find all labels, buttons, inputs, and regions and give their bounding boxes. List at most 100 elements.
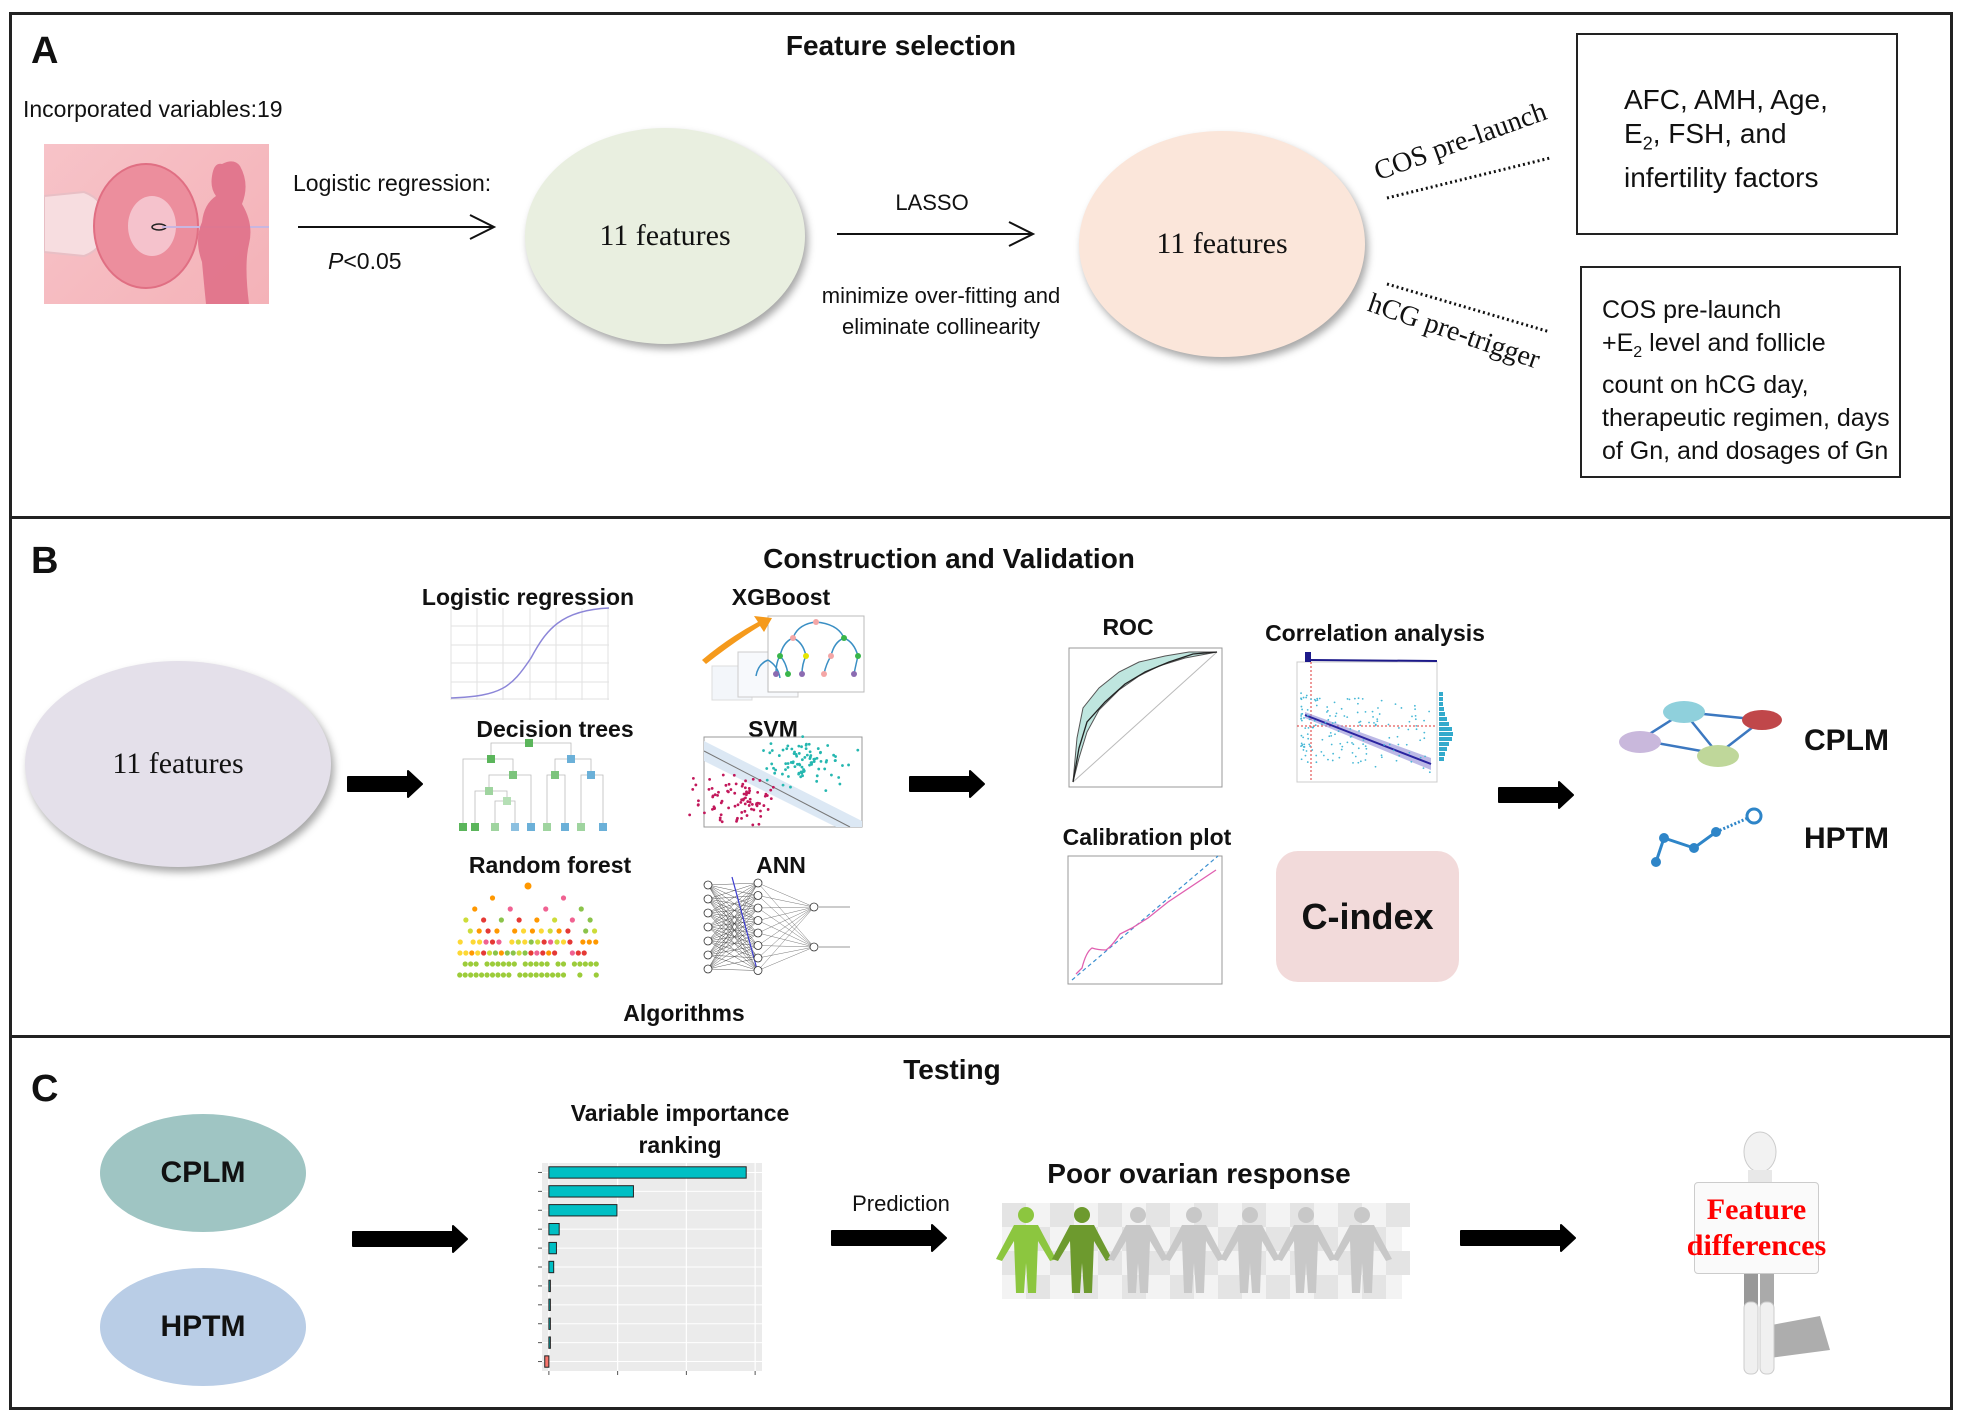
- svm-point-class-b: [744, 792, 748, 796]
- panel-label-c: C: [31, 1068, 59, 1110]
- ann-edge: [707, 912, 759, 921]
- corr-histogram-bar: [1439, 697, 1443, 701]
- box1-line3: infertility factors: [1624, 161, 1819, 193]
- ann-edge: [707, 912, 759, 934]
- rf-node: [504, 950, 510, 956]
- corr-point: [1302, 736, 1305, 739]
- corr-point: [1325, 711, 1328, 713]
- svm-point-class-b: [703, 811, 706, 815]
- svm-point-class-a: [770, 762, 774, 766]
- ann-neuron: [703, 908, 713, 918]
- corr-point: [1395, 759, 1398, 762]
- rf-node: [560, 972, 567, 978]
- svm-point-class-b: [727, 782, 731, 786]
- rf-node: [476, 928, 482, 934]
- corr-point: [1329, 714, 1331, 717]
- rf-node: [486, 950, 493, 956]
- corr-point: [1301, 744, 1304, 746]
- svm-point-class-b: [750, 803, 754, 806]
- ann-neuron: [703, 936, 713, 946]
- rf-node: [575, 950, 581, 956]
- rf-node: [500, 972, 507, 978]
- rf-node: [515, 939, 521, 945]
- thick-arrow-right-icon: [352, 1225, 468, 1253]
- lasso-label: LASSO: [895, 190, 969, 215]
- svm-point-class-b: [739, 800, 743, 804]
- ann-neuron: [753, 953, 763, 963]
- svm-point-class-a: [786, 765, 790, 769]
- rf-node: [496, 939, 502, 945]
- corr-point: [1340, 748, 1343, 751]
- corr-point: [1337, 730, 1340, 733]
- corr-point: [1341, 745, 1344, 748]
- rf-node: [506, 972, 512, 978]
- rf-node: [565, 928, 571, 934]
- svm-point-class-b: [729, 788, 733, 791]
- corr-point: [1392, 749, 1395, 752]
- corr-point: [1407, 728, 1410, 731]
- corr-point: [1378, 713, 1381, 715]
- ann-edge: [707, 912, 759, 946]
- svm-point-class-a: [815, 779, 819, 783]
- panel-label-b: B: [31, 540, 59, 582]
- corr-point: [1346, 716, 1349, 719]
- thick-arrow-right-icon: [1498, 781, 1574, 809]
- corr-point: [1352, 743, 1355, 746]
- rf-node: [560, 939, 567, 945]
- ann-edge: [707, 907, 759, 914]
- roc-label: ROC: [1102, 614, 1154, 640]
- ann-neuron: [753, 903, 763, 913]
- svm-point-class-b: [720, 799, 724, 803]
- corr-point: [1311, 749, 1314, 751]
- algorithm-ann-label: ANN: [756, 852, 806, 878]
- svm-point-class-b: [720, 820, 724, 824]
- svm-point-class-b: [759, 814, 763, 818]
- rf-node: [552, 950, 558, 956]
- svm-point-class-b: [740, 784, 744, 788]
- svm-point-class-a: [815, 756, 819, 760]
- rf-node: [580, 939, 586, 945]
- importance-bar: [544, 1355, 550, 1368]
- rf-node: [481, 917, 487, 923]
- ann-edge: [707, 907, 759, 970]
- corr-point: [1315, 754, 1318, 757]
- svm-point-class-b: [741, 782, 745, 786]
- ann-edge: [707, 898, 759, 971]
- panel-title-b: Construction and Validation: [763, 543, 1135, 574]
- svm-point-class-a: [812, 760, 816, 764]
- rf-node: [549, 972, 556, 978]
- corr-point: [1400, 707, 1403, 709]
- ann-edge: [707, 898, 759, 934]
- poor-ovarian-response-title: Poor ovarian response: [1047, 1158, 1351, 1189]
- ann-edge: [707, 926, 759, 934]
- rf-root-node: [524, 882, 532, 890]
- corr-point: [1408, 751, 1411, 754]
- rf-node: [516, 917, 522, 923]
- corr-point: [1354, 755, 1357, 758]
- corr-point: [1356, 711, 1359, 714]
- svm-point-class-b: [747, 804, 751, 807]
- ann-edge: [707, 884, 759, 909]
- rf-node: [543, 906, 549, 912]
- corr-histogram-bar: [1439, 737, 1452, 741]
- rf-node: [506, 961, 512, 967]
- rf-node: [578, 906, 584, 912]
- svm-point-class-b: [758, 779, 762, 782]
- corr-histogram-bar: [1439, 742, 1449, 746]
- rf-node: [582, 961, 588, 967]
- rf-node: [539, 972, 545, 978]
- corr-point: [1306, 714, 1309, 717]
- checker-cell: [1146, 1203, 1170, 1227]
- corr-point: [1311, 726, 1314, 729]
- model-hptm-ellipse: HPTM: [100, 1268, 306, 1386]
- corr-point: [1305, 694, 1308, 697]
- ann-edge: [707, 898, 759, 946]
- ann-neuron: [703, 950, 713, 960]
- corr-point: [1339, 742, 1342, 745]
- checker-cell: [1386, 1251, 1410, 1275]
- corr-point: [1330, 734, 1333, 737]
- corr-point: [1332, 752, 1335, 755]
- importance-bar: [548, 1166, 747, 1179]
- corr-point: [1380, 699, 1383, 702]
- svm-thumbnail: [688, 735, 863, 828]
